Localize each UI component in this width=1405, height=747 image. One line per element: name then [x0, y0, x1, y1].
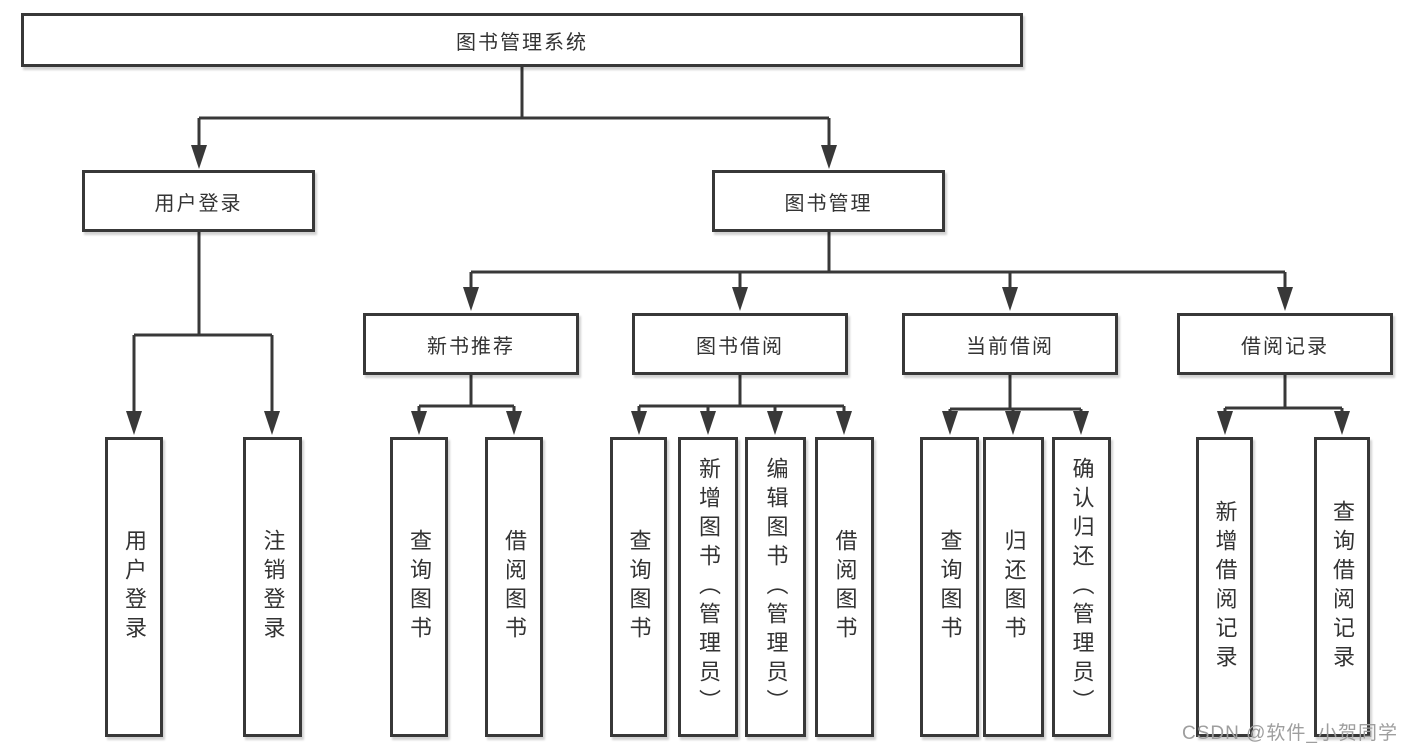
arrow-icon [700, 411, 716, 435]
node-new-book-recommendation: 新书推荐 [363, 313, 579, 375]
connector-userlogin-to-leaves [132, 232, 274, 414]
leaf-bb-borrow-books: 借阅图书 [815, 437, 874, 737]
arrow-icon [1277, 287, 1293, 311]
leaf-rec-query-borrow-record: 查询借阅记录 [1314, 437, 1370, 737]
leaf-logout-login: 注销登录 [243, 437, 302, 737]
leaf-bb-edit-books-admin: 编辑图书（管理员） [745, 437, 806, 737]
arrow-icon [1005, 411, 1021, 435]
arrow-icon [1334, 411, 1350, 435]
connector-currentborrow-to-leaves [948, 375, 1083, 414]
arrow-icon [191, 145, 207, 169]
leaf-rec-add-borrow-record: 新增借阅记录 [1196, 437, 1253, 737]
leaf-user-login: 用户登录 [105, 437, 163, 737]
arrow-icon [821, 145, 837, 169]
node-current-borrowing: 当前借阅 [902, 313, 1118, 375]
arrow-icon [126, 411, 142, 435]
node-user-login: 用户登录 [82, 170, 315, 232]
arrow-icon [836, 411, 852, 435]
leaf-cb-query-books: 查询图书 [920, 437, 979, 737]
arrow-icon [264, 411, 280, 435]
node-library-management-system: 图书管理系统 [21, 13, 1023, 67]
leaf-bb-query-books: 查询图书 [610, 437, 667, 737]
arrow-icon [767, 411, 783, 435]
node-book-management: 图书管理 [712, 170, 945, 232]
leaf-cb-return-books: 归还图书 [983, 437, 1044, 737]
arrow-icon [506, 411, 522, 435]
arrow-icon [1217, 411, 1233, 435]
connector-records-to-leaves [1223, 375, 1344, 414]
connector-root-to-level2 [197, 67, 831, 148]
csdn-watermark: CSDN @软件_小贺同学 [1182, 723, 1398, 744]
connector-bookmgmt-to-level3 [469, 232, 1287, 291]
arrow-icon [1073, 411, 1089, 435]
arrow-icon [631, 411, 647, 435]
arrow-icon [942, 411, 958, 435]
connector-bookborrow-to-leaves [637, 375, 846, 414]
leaf-bb-add-books-admin: 新增图书（管理员） [678, 437, 738, 737]
arrow-icon [732, 287, 748, 311]
leaf-nbr-query-books: 查询图书 [390, 437, 448, 737]
node-book-borrowing: 图书借阅 [632, 313, 848, 375]
leaf-cb-confirm-return-admin: 确认归还（管理员） [1052, 437, 1111, 737]
node-borrowing-records: 借阅记录 [1177, 313, 1393, 375]
arrow-icon [411, 411, 427, 435]
arrow-icon [1002, 287, 1018, 311]
connector-newbook-to-leaves [417, 375, 516, 414]
arrowheads [126, 145, 1350, 435]
arrow-icon [463, 287, 479, 311]
leaf-nbr-borrow-books: 借阅图书 [485, 437, 543, 737]
